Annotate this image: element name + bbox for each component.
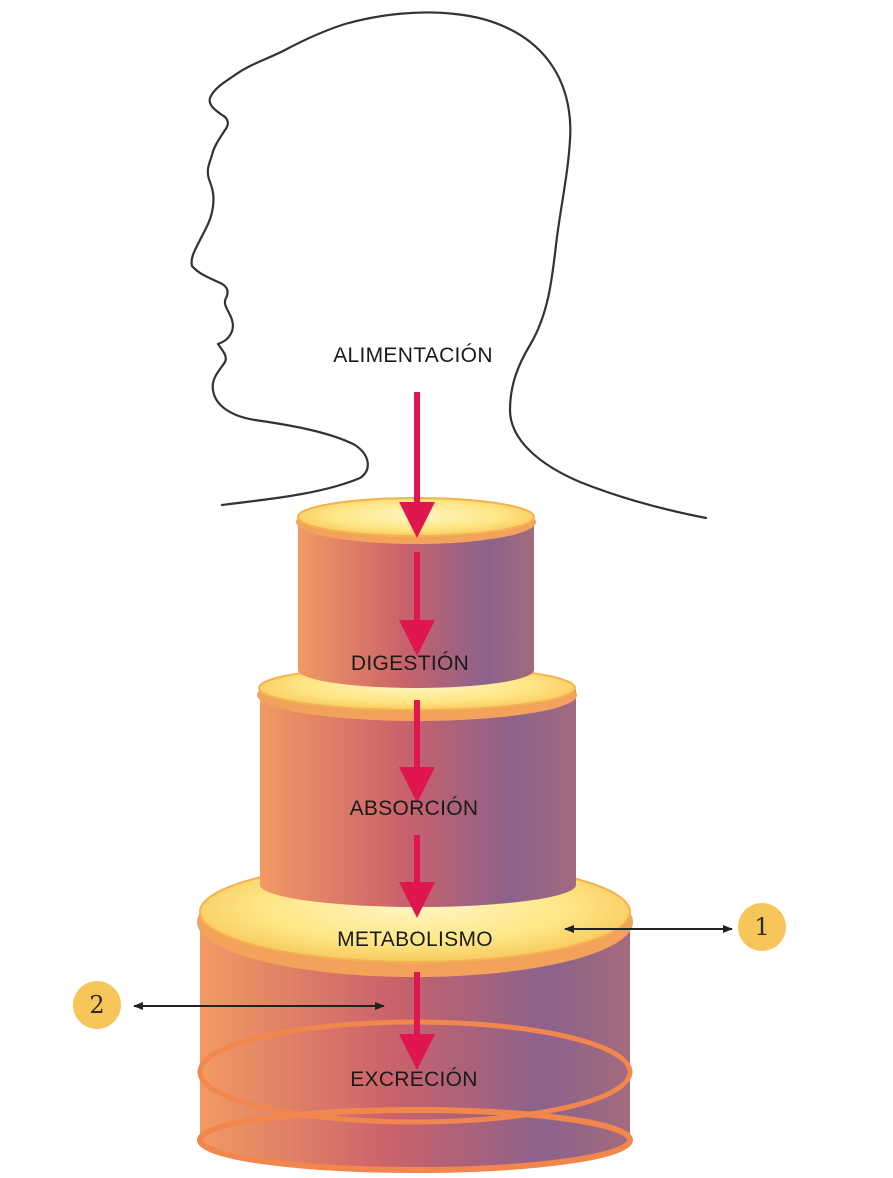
label-metabolismo: METABOLISMO [337, 928, 493, 951]
callout-badge-2: 2 [73, 981, 121, 1029]
callout-number-1: 1 [754, 913, 769, 941]
label-alimentacion: ALIMENTACIÓN [333, 344, 493, 367]
callout-badge-1: 1 [738, 903, 786, 951]
label-digestion: DIGESTIÓN [351, 652, 469, 675]
callout-number-2: 2 [89, 991, 104, 1019]
head-silhouette-icon [192, 12, 706, 518]
label-absorcion: ABSORCIÓN [350, 797, 479, 820]
label-excrecion: EXCRECIÓN [350, 1068, 478, 1091]
